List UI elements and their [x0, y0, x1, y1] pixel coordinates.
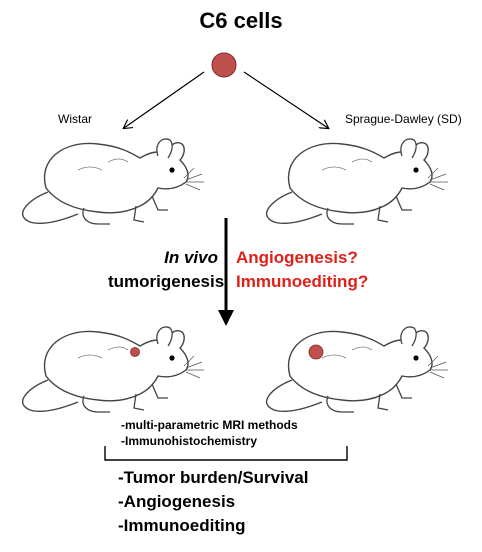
- process-label-line1: In vivo: [164, 248, 218, 267]
- questions: Angiogenesis? Immunoediting?: [236, 246, 368, 294]
- question-immunoediting: Immunoediting?: [236, 272, 369, 291]
- tumor-sd: [308, 344, 324, 360]
- methods-list: -multi-parametric MRI methods -Immunohis…: [121, 417, 298, 449]
- question-angiogenesis: Angiogenesis?: [236, 248, 358, 267]
- outcome-tumor-burden: -Tumor burden/Survival: [118, 468, 309, 487]
- arrow-to-sd: [243, 71, 328, 128]
- process-label-line2: tumorigenesis: [108, 272, 225, 291]
- bracket: [104, 446, 348, 461]
- strain-label-sd: Sprague-Dawley (SD): [345, 112, 462, 126]
- tumor-wistar: [130, 347, 140, 357]
- method-ihc: -Immunohistochemistry: [121, 434, 258, 448]
- arrow-to-wistar: [124, 71, 205, 128]
- outcome-immunoediting: -Immunoediting: [118, 516, 246, 535]
- outcome-angiogenesis: -Angiogenesis: [118, 492, 236, 511]
- wistar-tumor-rat-illustration: [21, 326, 205, 413]
- strain-label-wistar: Wistar: [58, 112, 92, 126]
- sd-rat-illustration: [265, 138, 449, 225]
- wistar-rat-illustration: [21, 138, 205, 225]
- outcomes-list: -Tumor burden/Survival -Angiogenesis -Im…: [118, 466, 309, 538]
- sd-tumor-rat-illustration: [265, 326, 449, 413]
- process-label: In vivo tumorigenesis: [108, 246, 225, 294]
- title: C6 cells: [199, 8, 283, 33]
- c6-cell: [211, 52, 237, 78]
- method-mri: -multi-parametric MRI methods: [121, 418, 298, 432]
